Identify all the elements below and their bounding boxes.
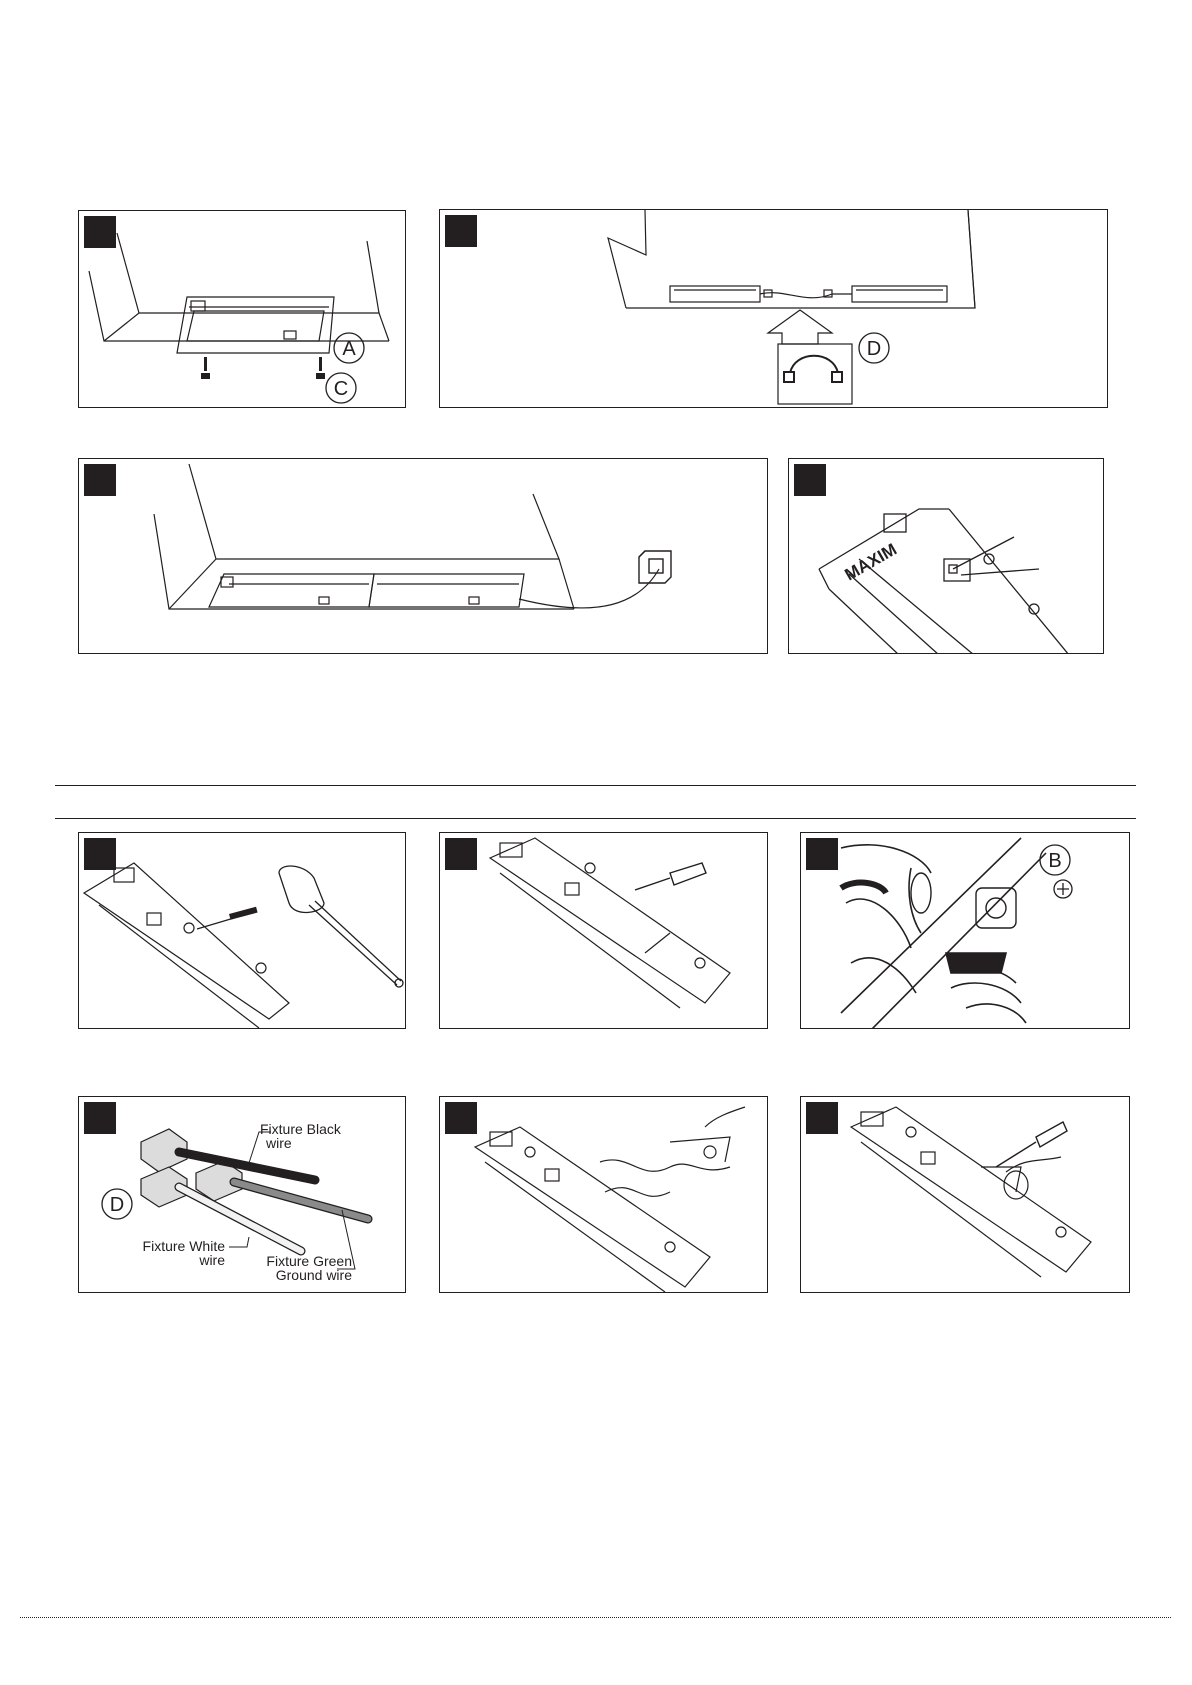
mounting-screw-icon (201, 357, 325, 379)
panel-fixture-detail: MAXIM (788, 458, 1104, 654)
wire-feed-illustration (440, 1097, 768, 1293)
screwdriver-icon (229, 907, 258, 920)
panel-interconnect: D (439, 209, 1108, 408)
outlet-icon (639, 551, 671, 583)
panel-plug-in (78, 458, 768, 654)
label-fixture-black-wire: Fixture Black wire (260, 1122, 341, 1150)
section-divider-bottom (55, 818, 1136, 819)
screwdriver-icon (635, 863, 706, 890)
brand-logo: MAXIM (842, 540, 901, 585)
callout-a: A (342, 338, 356, 360)
plug-in-illustration (79, 459, 768, 654)
knockout-hammer-illustration (79, 833, 406, 1029)
connector-nut-icon (911, 873, 1016, 928)
callout-c: C (334, 378, 348, 400)
callout-d: D (110, 1194, 124, 1216)
wire-identification-illustration: D (79, 1097, 406, 1293)
knockout-screwdriver-illustration (440, 833, 768, 1029)
section-divider-top (55, 785, 1136, 786)
panel-wire-feed (439, 1096, 768, 1293)
panel-wire-identification: D Fixture Black wire Fixture White wire … (78, 1096, 406, 1293)
panel-knockout-hammer (78, 832, 406, 1029)
panel-connector-install: B (800, 832, 1130, 1029)
mounting-screw-icon (1054, 880, 1072, 898)
footer-dotted-rule (20, 1617, 1171, 1618)
fixture-detail-illustration: MAXIM (789, 459, 1104, 654)
label-fixture-green-ground-wire: Fixture Green Ground wire (259, 1254, 352, 1282)
callout-b: B (1048, 850, 1061, 872)
interconnect-illustration: D (440, 210, 1108, 408)
mount-illustration: A C (79, 211, 406, 408)
panel-connector-screw (800, 1096, 1130, 1293)
screwdriver-icon (996, 1122, 1067, 1167)
hammer-icon (279, 866, 403, 987)
callout-d: D (867, 338, 881, 360)
panel-mount-screws: A C (78, 210, 406, 408)
interconnect-cord-icon (784, 356, 842, 382)
connector-screw-illustration (801, 1097, 1130, 1293)
label-fixture-white-wire: Fixture White wire (142, 1239, 225, 1267)
panel-knockout-screwdriver (439, 832, 768, 1029)
connector-install-illustration: B (801, 833, 1130, 1029)
